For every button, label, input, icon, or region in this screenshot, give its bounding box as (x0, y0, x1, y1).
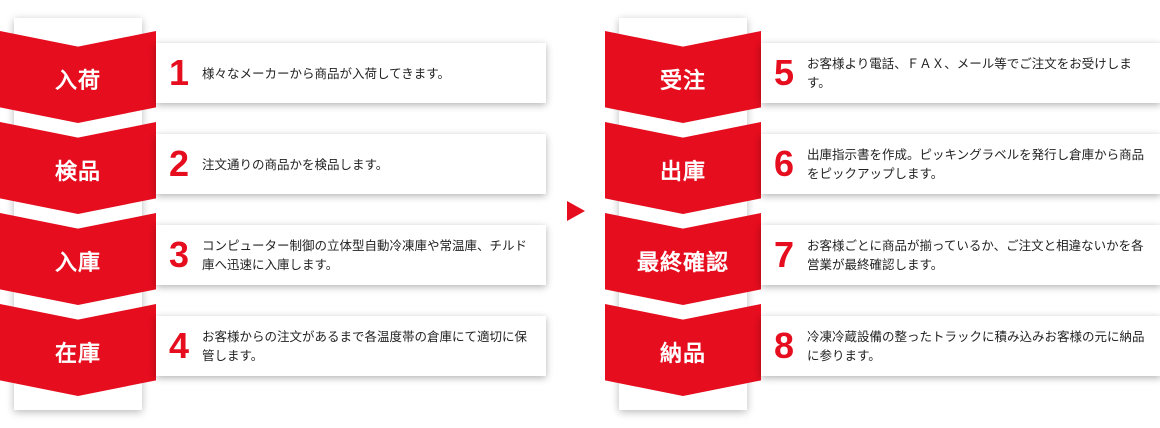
step-card: 5 お客様より電話、ＦＡＸ、メール等でご注文をお受けします。 (761, 43, 1160, 103)
step-6: 出庫 6 出庫指示書を作成。ピッキングラベルを発行し倉庫から商品をピックアップし… (605, 122, 1160, 214)
step-number: 7 (773, 234, 795, 275)
step-label: 在庫 (54, 342, 101, 367)
step-description: 様々なメーカーから商品が入荷してきます。 (202, 65, 451, 81)
step-2: 検品 2 注文通りの商品かを検品します。 (0, 122, 560, 214)
step-number: 8 (773, 325, 795, 366)
step-description: お客様より電話、ＦＡＸ、メール等でご注文をお受けします。 (807, 56, 1132, 90)
step-number: 2 (168, 143, 190, 184)
flow-arrow-right-icon (567, 201, 585, 221)
step-label: 入庫 (54, 251, 101, 276)
step-description: 冷凍冷蔵設備の整ったトラックに積み込みお客様の元に納品に参ります。 (807, 329, 1145, 363)
step-number: 3 (168, 234, 190, 275)
step-description: お客様からの注文があるまで各温度帯の倉庫にて適切に保管します。 (202, 329, 528, 363)
step-label: 出庫 (659, 160, 706, 185)
step-description: 出庫指示書を作成。ピッキングラベルを発行し倉庫から商品をピックアップします。 (807, 147, 1145, 181)
step-label: 入荷 (54, 69, 101, 94)
step-label: 最終確認 (636, 251, 729, 276)
flow-column-left: 入荷 1 様々なメーカーから商品が入荷してきます。 検品 2 注文通りの商品かを… (0, 0, 560, 428)
step-5: 受注 5 お客様より電話、ＦＡＸ、メール等でご注文をお受けします。 (605, 31, 1160, 123)
step-description: お客様ごとに商品が揃っているか、ご注文と相違ないかを各営業が最終確認します。 (807, 238, 1144, 272)
step-number: 1 (168, 52, 190, 93)
step-card: 4 お客様からの注文があるまで各温度帯の倉庫にて適切に保管します。 (156, 316, 546, 376)
step-card: 8 冷凍冷蔵設備の整ったトラックに積み込みお客様の元に納品に参ります。 (761, 316, 1160, 376)
step-8: 納品 8 冷凍冷蔵設備の整ったトラックに積み込みお客様の元に納品に参ります。 (605, 304, 1160, 396)
flow-column-right: 受注 5 お客様より電話、ＦＡＸ、メール等でご注文をお受けします。 出庫 6 出… (605, 0, 1160, 428)
step-label: 検品 (54, 160, 101, 185)
step-card: 1 様々なメーカーから商品が入荷してきます。 (156, 43, 546, 103)
step-7: 最終確認 7 お客様ごとに商品が揃っているか、ご注文と相違ないかを各営業が最終確… (605, 213, 1160, 305)
step-4: 在庫 4 お客様からの注文があるまで各温度帯の倉庫にて適切に保管します。 (0, 304, 560, 396)
step-description: コンピューター制御の立体型自動冷凍庫や常温庫、チルド庫へ迅速に入庫します。 (202, 238, 528, 272)
step-label: 納品 (659, 342, 706, 367)
step-3: 入庫 3 コンピューター制御の立体型自動冷凍庫や常温庫、チルド庫へ迅速に入庫しま… (0, 213, 560, 305)
step-label: 受注 (659, 69, 706, 94)
step-number: 5 (773, 52, 795, 93)
step-card: 7 お客様ごとに商品が揃っているか、ご注文と相違ないかを各営業が最終確認します。 (761, 225, 1160, 285)
step-card: 2 注文通りの商品かを検品します。 (156, 134, 546, 194)
step-card: 6 出庫指示書を作成。ピッキングラベルを発行し倉庫から商品をピックアップします。 (761, 134, 1160, 194)
step-number: 4 (168, 325, 190, 366)
step-card: 3 コンピューター制御の立体型自動冷凍庫や常温庫、チルド庫へ迅速に入庫します。 (156, 225, 546, 285)
step-description: 注文通りの商品かを検品します。 (202, 156, 389, 172)
step-1: 入荷 1 様々なメーカーから商品が入荷してきます。 (0, 31, 560, 123)
step-number: 6 (773, 143, 795, 184)
